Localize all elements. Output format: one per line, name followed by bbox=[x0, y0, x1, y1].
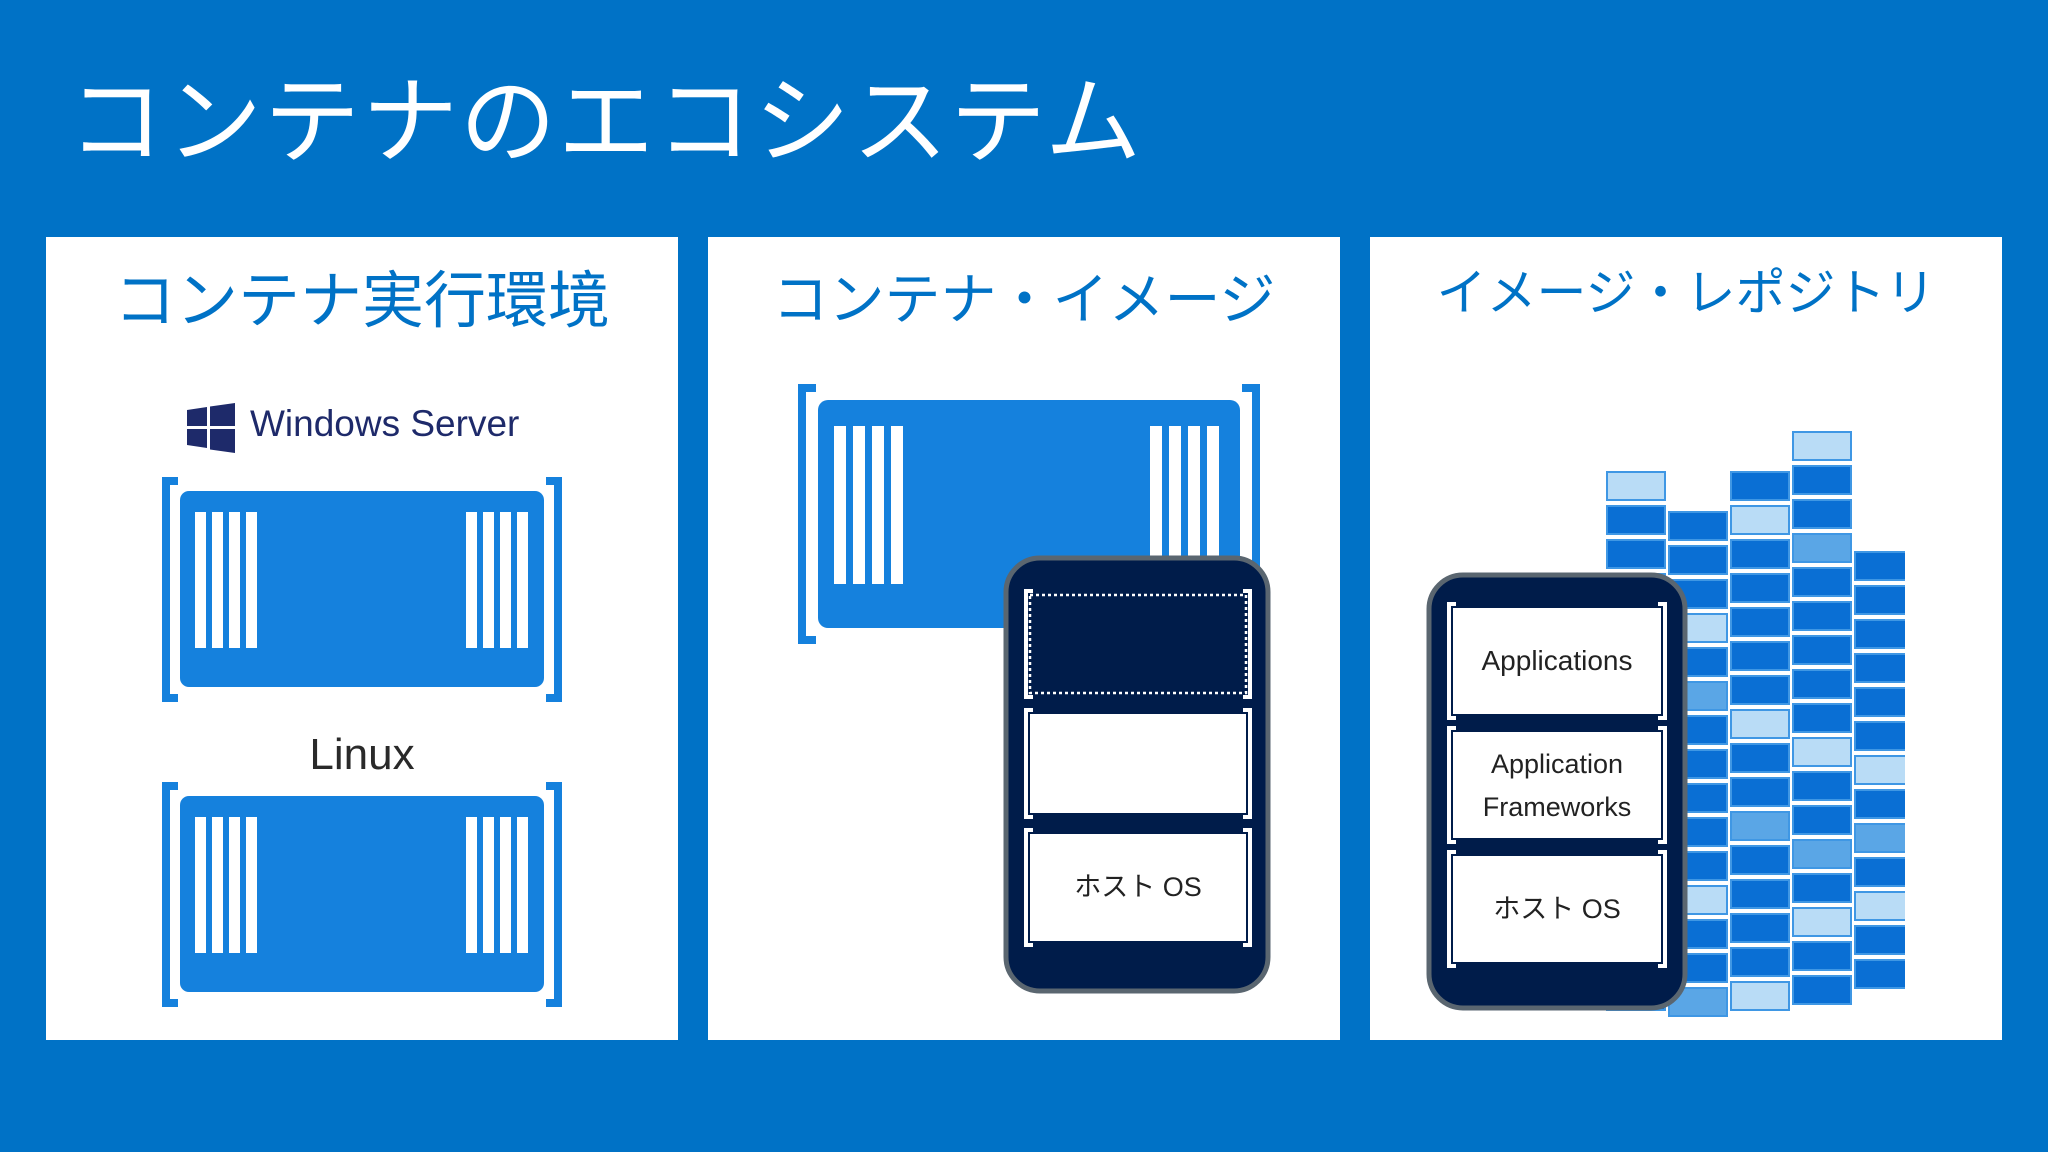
frameworks-layer-label: Application Frameworks bbox=[1482, 749, 1632, 822]
repository-tile bbox=[1854, 891, 1905, 921]
repository-tile bbox=[1854, 755, 1905, 785]
repository-tile bbox=[1792, 771, 1852, 801]
repository-tile bbox=[1854, 619, 1905, 649]
repository-tile bbox=[1730, 573, 1790, 603]
repository-tile bbox=[1730, 505, 1790, 535]
repository-tile bbox=[1854, 585, 1905, 615]
repository-tile bbox=[1668, 511, 1728, 541]
image-panel: コンテナ・イメージ ホスト OS bbox=[708, 237, 1340, 1040]
runtime-panel: コンテナ実行環境 Windows Server Linux bbox=[46, 237, 678, 1040]
host-os-layer-label: ホスト OS bbox=[1074, 872, 1202, 902]
image-layer-stack-icon bbox=[1426, 572, 1688, 1011]
repository-panel-title: イメージ・レポジトリ bbox=[1436, 264, 1936, 322]
repository-tile bbox=[1730, 607, 1790, 637]
repository-tile bbox=[1792, 465, 1852, 495]
repository-tile bbox=[1792, 737, 1852, 767]
repository-tile bbox=[1854, 721, 1905, 751]
repository-tile bbox=[1792, 805, 1852, 835]
repository-tile bbox=[1730, 913, 1790, 943]
host-os-layer-label: ホスト OS bbox=[1493, 894, 1621, 924]
repository-tile bbox=[1854, 823, 1905, 853]
repository-tile bbox=[1730, 641, 1790, 671]
repository-tile bbox=[1606, 471, 1666, 501]
repository-tile bbox=[1792, 567, 1852, 597]
repository-tile bbox=[1730, 709, 1790, 739]
repository-tile bbox=[1730, 879, 1790, 909]
repository-tile bbox=[1854, 959, 1905, 989]
repository-tile bbox=[1792, 873, 1852, 903]
repository-tile bbox=[1730, 845, 1790, 875]
repository-tile bbox=[1792, 941, 1852, 971]
image-panel-title: コンテナ・イメージ bbox=[772, 268, 1276, 333]
linux-label: Linux bbox=[309, 730, 415, 779]
repository-tile bbox=[1854, 857, 1905, 887]
repository-tile bbox=[1854, 653, 1905, 683]
repository-tile bbox=[1730, 471, 1790, 501]
repository-tile bbox=[1792, 533, 1852, 563]
shipping-container-icon bbox=[162, 477, 562, 702]
repository-tile bbox=[1730, 777, 1790, 807]
windows-logo-icon bbox=[187, 403, 235, 453]
windows-server-label: Windows Server bbox=[250, 403, 520, 444]
repository-tile bbox=[1606, 539, 1666, 569]
repository-tile bbox=[1730, 811, 1790, 841]
repository-tile bbox=[1730, 675, 1790, 705]
applications-layer-label: Applications bbox=[1481, 645, 1633, 676]
repository-tile bbox=[1792, 431, 1852, 461]
repository-tile bbox=[1792, 907, 1852, 937]
repository-tile bbox=[1792, 975, 1852, 1005]
repository-panel: イメージ・レポジトリ Applications Application Fram… bbox=[1370, 237, 2002, 1040]
repository-tile bbox=[1854, 687, 1905, 717]
repository-tile bbox=[1792, 499, 1852, 529]
repository-tile bbox=[1792, 839, 1852, 869]
repository-tile bbox=[1730, 947, 1790, 977]
slide-title: コンテナのエコシステム bbox=[68, 66, 1144, 178]
repository-tile bbox=[1854, 789, 1905, 819]
repository-tile bbox=[1792, 601, 1852, 631]
repository-tile bbox=[1730, 981, 1790, 1011]
image-layer-stack-icon bbox=[1003, 555, 1271, 994]
repository-tile bbox=[1792, 703, 1852, 733]
runtime-panel-title: コンテナ実行環境 bbox=[113, 264, 610, 337]
repository-tile bbox=[1730, 743, 1790, 773]
repository-tile bbox=[1854, 925, 1905, 955]
repository-tile bbox=[1854, 551, 1905, 581]
repository-tile bbox=[1668, 545, 1728, 575]
shipping-container-icon bbox=[162, 782, 562, 1007]
repository-tile bbox=[1606, 505, 1666, 535]
repository-tile bbox=[1730, 539, 1790, 569]
repository-tile bbox=[1792, 635, 1852, 665]
repository-tile bbox=[1792, 669, 1852, 699]
